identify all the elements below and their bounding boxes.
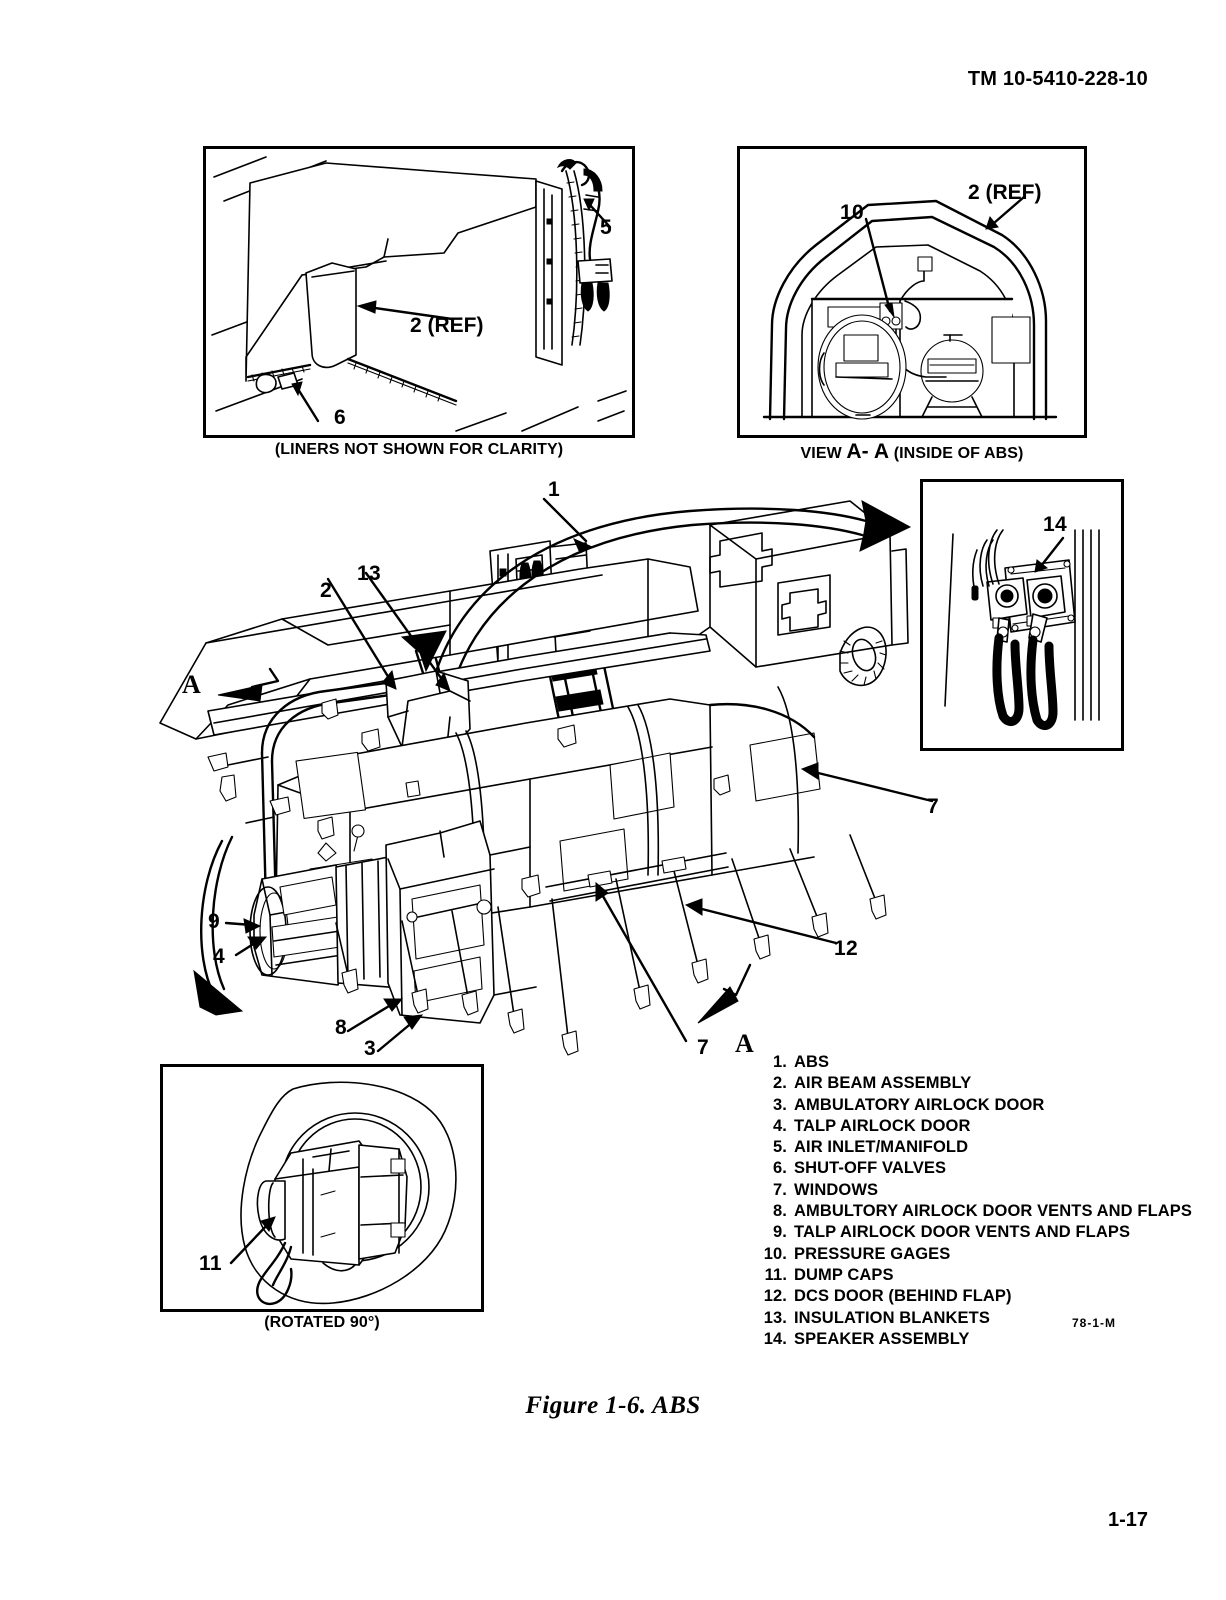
callout-2ref-inset-top-left: 2 (REF) [410, 314, 484, 337]
callout-7-main-upper: 7 [927, 795, 939, 818]
legend-item: 12. DCS DOOR (BEHIND FLAP) [757, 1286, 1192, 1307]
legend-text: DUMP CAPS [794, 1265, 894, 1284]
section-marker-a-bottom: A [735, 1029, 754, 1058]
legend-number: 2. [773, 1074, 787, 1093]
legend-number: 6. [773, 1159, 787, 1178]
inset-panel-dump-cap: 11 [160, 1064, 484, 1312]
legend-number: 10. [763, 1244, 787, 1263]
figure-caption: Figure 1-6. ABS [525, 1392, 701, 1419]
inset-caption-liners-note: (LINERS NOT SHOWN FOR CLARITY) [203, 441, 635, 459]
callout-7-main-lower: 7 [697, 1036, 709, 1059]
view-a-a-section-letters: A- A [846, 440, 890, 463]
legend-text: TALP AIRLOCK DOOR [794, 1116, 971, 1135]
legend-text: AIR BEAM ASSEMBLY [794, 1074, 972, 1093]
legend-text: AMBULTORY AIRLOCK DOOR VENTS AND FLAPS [794, 1202, 1192, 1221]
legend-list: 1. ABS 2. AIR BEAM ASSEMBLY 3. AMBULATORY A… [757, 1052, 1192, 1350]
callout-8-main: 8 [335, 1016, 347, 1039]
legend-item: 6. SHUT-OFF VALVES [757, 1158, 1192, 1179]
legend-number: 12. [763, 1287, 787, 1306]
inset-caption-rotated-text: (ROTATED 90°) [264, 1314, 380, 1331]
page-number: 1-17 [1107, 1509, 1148, 1531]
inset-panel-speaker-assembly: 14 [920, 479, 1124, 751]
legend-item: 5. AIR INLET/MANIFOLD [757, 1137, 1192, 1158]
legend-item: 1. ABS [757, 1052, 1192, 1073]
callout-14-inset-speaker: 14 [1043, 513, 1067, 536]
legend-text: AMBULATORY AIRLOCK DOOR [794, 1095, 1045, 1114]
legend-number: 14. [763, 1329, 787, 1348]
legend-text: SHUT-OFF VALVES [794, 1159, 947, 1178]
callout-2-main: 2 [320, 579, 332, 602]
section-marker-a-top: A [182, 670, 201, 699]
drawing-number: 78-1-M [1072, 1316, 1117, 1330]
legend-text: AIR INLET/MANIFOLD [794, 1138, 969, 1157]
legend-number: 1. [773, 1053, 787, 1071]
callout-3-main: 3 [364, 1037, 376, 1060]
legend-number: 7. [773, 1180, 787, 1199]
legend-number: 11. [764, 1265, 787, 1284]
legend-number: 3. [773, 1095, 787, 1114]
legend-item: 2. AIR BEAM ASSEMBLY [757, 1073, 1192, 1094]
legend-item: 4. TALP AIRLOCK DOOR [757, 1116, 1192, 1137]
legend-number: 9. [773, 1223, 787, 1242]
legend-item: 3. AMBULATORY AIRLOCK DOOR [757, 1095, 1192, 1116]
inset-caption-liners-text: (LINERS NOT SHOWN FOR CLARITY) [274, 441, 564, 458]
callout-11-inset-dump-cap: 11 [199, 1252, 222, 1275]
legend-item: 14. SPEAKER ASSEMBLY [757, 1329, 1192, 1350]
callout-5-inset-top-left: 5 [600, 216, 612, 239]
tiedown-straps [207, 698, 887, 1056]
view-a-a-prefix: VIEW [800, 445, 842, 462]
legend-text: SPEAKER ASSEMBLY [794, 1329, 970, 1348]
inset-caption-rotated: (ROTATED 90°) [160, 1314, 484, 1332]
callout-10-inset-view-a-a: 10 [840, 201, 864, 224]
inset-air-inlet-drawing [211, 156, 627, 432]
inset-caption-view-a-a: VIEW A- A (INSIDE OF ABS) [737, 440, 1087, 464]
legend-text: ABS [794, 1053, 830, 1071]
callout-9-main: 9 [208, 910, 220, 933]
tm-number-header: TM 10-5410-228-10 [967, 68, 1148, 90]
inset-speaker-drawing [944, 529, 1100, 730]
callout-1-main: 1 [548, 478, 560, 501]
legend-item: 10. PRESSURE GAGES [757, 1244, 1192, 1265]
legend-item: 9. TALP AIRLOCK DOOR VENTS AND FLAPS [757, 1222, 1192, 1243]
legend-text: PRESSURE GAGES [794, 1244, 951, 1263]
view-a-a-suffix: (INSIDE OF ABS) [893, 445, 1024, 462]
legend-text: TALP AIRLOCK DOOR VENTS AND FLAPS [794, 1223, 1131, 1242]
inset-panel-view-a-a: 2 (REF) 10 [737, 146, 1087, 438]
legend-number: 13. [763, 1308, 787, 1327]
callout-13-main: 13 [357, 562, 381, 585]
legend-text: DCS DOOR (BEHIND FLAP) [794, 1287, 1012, 1306]
legend-item: 13. INSULATION BLANKETS [757, 1308, 1192, 1329]
inset-dump-cap-drawing [229, 1081, 457, 1306]
legend-text: WINDOWS [794, 1180, 879, 1199]
legend-number: 4. [773, 1116, 787, 1135]
callout-12-main: 12 [834, 937, 858, 960]
legend-text: INSULATION BLANKETS [794, 1308, 990, 1327]
legend-item: 11. DUMP CAPS [757, 1265, 1192, 1286]
inset-view-a-a-drawing [762, 195, 1058, 421]
callout-6-inset-top-left: 6 [334, 406, 346, 429]
legend-number: 8. [773, 1202, 787, 1221]
main-abs-illustration [159, 497, 934, 1056]
legend-item: 7. WINDOWS [757, 1180, 1192, 1201]
callout-4-main: 4 [213, 945, 225, 968]
legend-number: 5. [773, 1138, 787, 1157]
legend-item: 8. AMBULTORY AIRLOCK DOOR VENTS AND FLAPS [757, 1201, 1192, 1222]
inset-panel-air-inlet: 5 2 (REF) 6 [203, 146, 635, 438]
callout-2ref-inset-view-a-a: 2 (REF) [968, 181, 1042, 204]
